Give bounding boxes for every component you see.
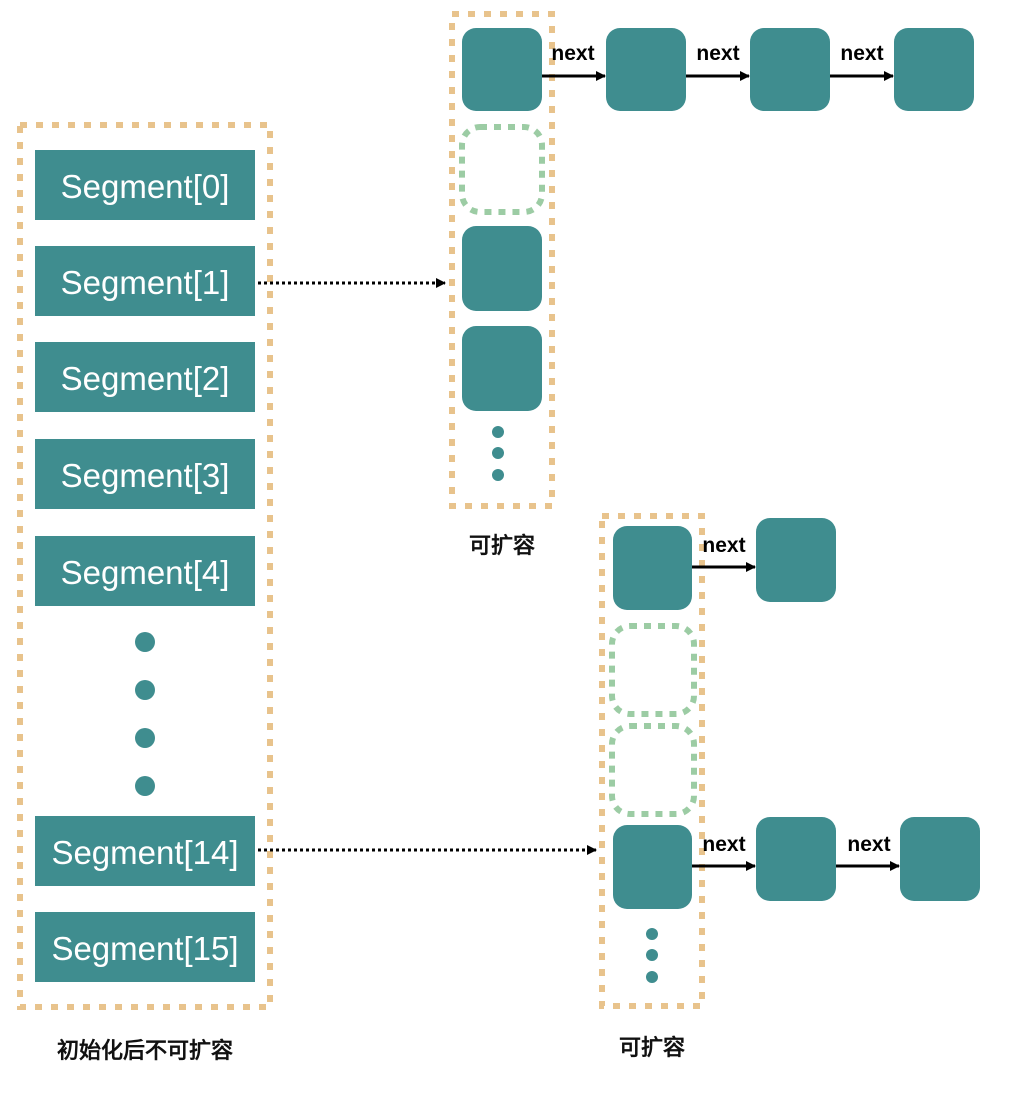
- segment-array-container: [17, 122, 273, 1010]
- next-label: next: [551, 42, 594, 65]
- ellipsis-dot: [646, 949, 658, 961]
- segment-4: Segment[4]: [35, 536, 255, 606]
- segment-14: Segment[14]: [35, 816, 255, 886]
- segment-label: Segment[3]: [61, 457, 230, 494]
- segment-label: Segment[1]: [61, 264, 230, 301]
- segment-array-caption: 初始化后不可扩容: [57, 1038, 233, 1064]
- hash-table-top-container: [449, 11, 555, 509]
- list-node: [756, 518, 836, 602]
- linked-list-bottom-slot0: next: [692, 518, 836, 602]
- list-node: [606, 28, 686, 111]
- next-label: next: [840, 42, 883, 65]
- hash-entry: [462, 28, 542, 111]
- ellipsis-dot: [492, 469, 504, 481]
- empty-slot: [459, 124, 545, 215]
- segment-0: Segment[0]: [35, 150, 255, 220]
- segment-label: Segment[15]: [51, 930, 238, 967]
- segment-list: Segment[0] Segment[1] Segment[2] Segment…: [35, 150, 255, 982]
- ellipsis-dot: [646, 971, 658, 983]
- hash-entry: [462, 326, 542, 411]
- linked-list-top: next next next: [542, 28, 974, 111]
- list-node: [894, 28, 974, 111]
- segment-1: Segment[1]: [35, 246, 255, 316]
- ellipsis-dot: [135, 680, 155, 700]
- linked-list-bottom-slot3: next next: [692, 817, 980, 901]
- hash-table-top-caption: 可扩容: [469, 533, 535, 559]
- segment-label: Segment[2]: [61, 360, 230, 397]
- hash-entry: [613, 526, 692, 610]
- empty-slot: [609, 723, 697, 817]
- ellipsis-dot: [492, 426, 504, 438]
- empty-slot: [609, 623, 697, 717]
- segment-label: Segment[4]: [61, 554, 230, 591]
- ellipsis-dot: [135, 632, 155, 652]
- ellipsis-dot: [135, 728, 155, 748]
- next-label: next: [702, 534, 745, 557]
- segment-2: Segment[2]: [35, 342, 255, 412]
- ellipsis-dot: [646, 928, 658, 940]
- segment-label: Segment[14]: [51, 834, 238, 871]
- hash-entry: [613, 825, 692, 909]
- list-node: [756, 817, 836, 901]
- hash-entry: [462, 226, 542, 311]
- next-label: next: [847, 833, 890, 856]
- hash-table-bottom-caption: 可扩容: [619, 1035, 685, 1061]
- list-node: [750, 28, 830, 111]
- segment-label: Segment[0]: [61, 168, 230, 205]
- list-node: [900, 817, 980, 901]
- ellipsis-dot: [492, 447, 504, 459]
- segment-15: Segment[15]: [35, 912, 255, 982]
- hash-table-bottom-container: [599, 513, 705, 1009]
- next-label: next: [702, 833, 745, 856]
- segment-3: Segment[3]: [35, 439, 255, 509]
- ellipsis-dot: [135, 776, 155, 796]
- next-label: next: [696, 42, 739, 65]
